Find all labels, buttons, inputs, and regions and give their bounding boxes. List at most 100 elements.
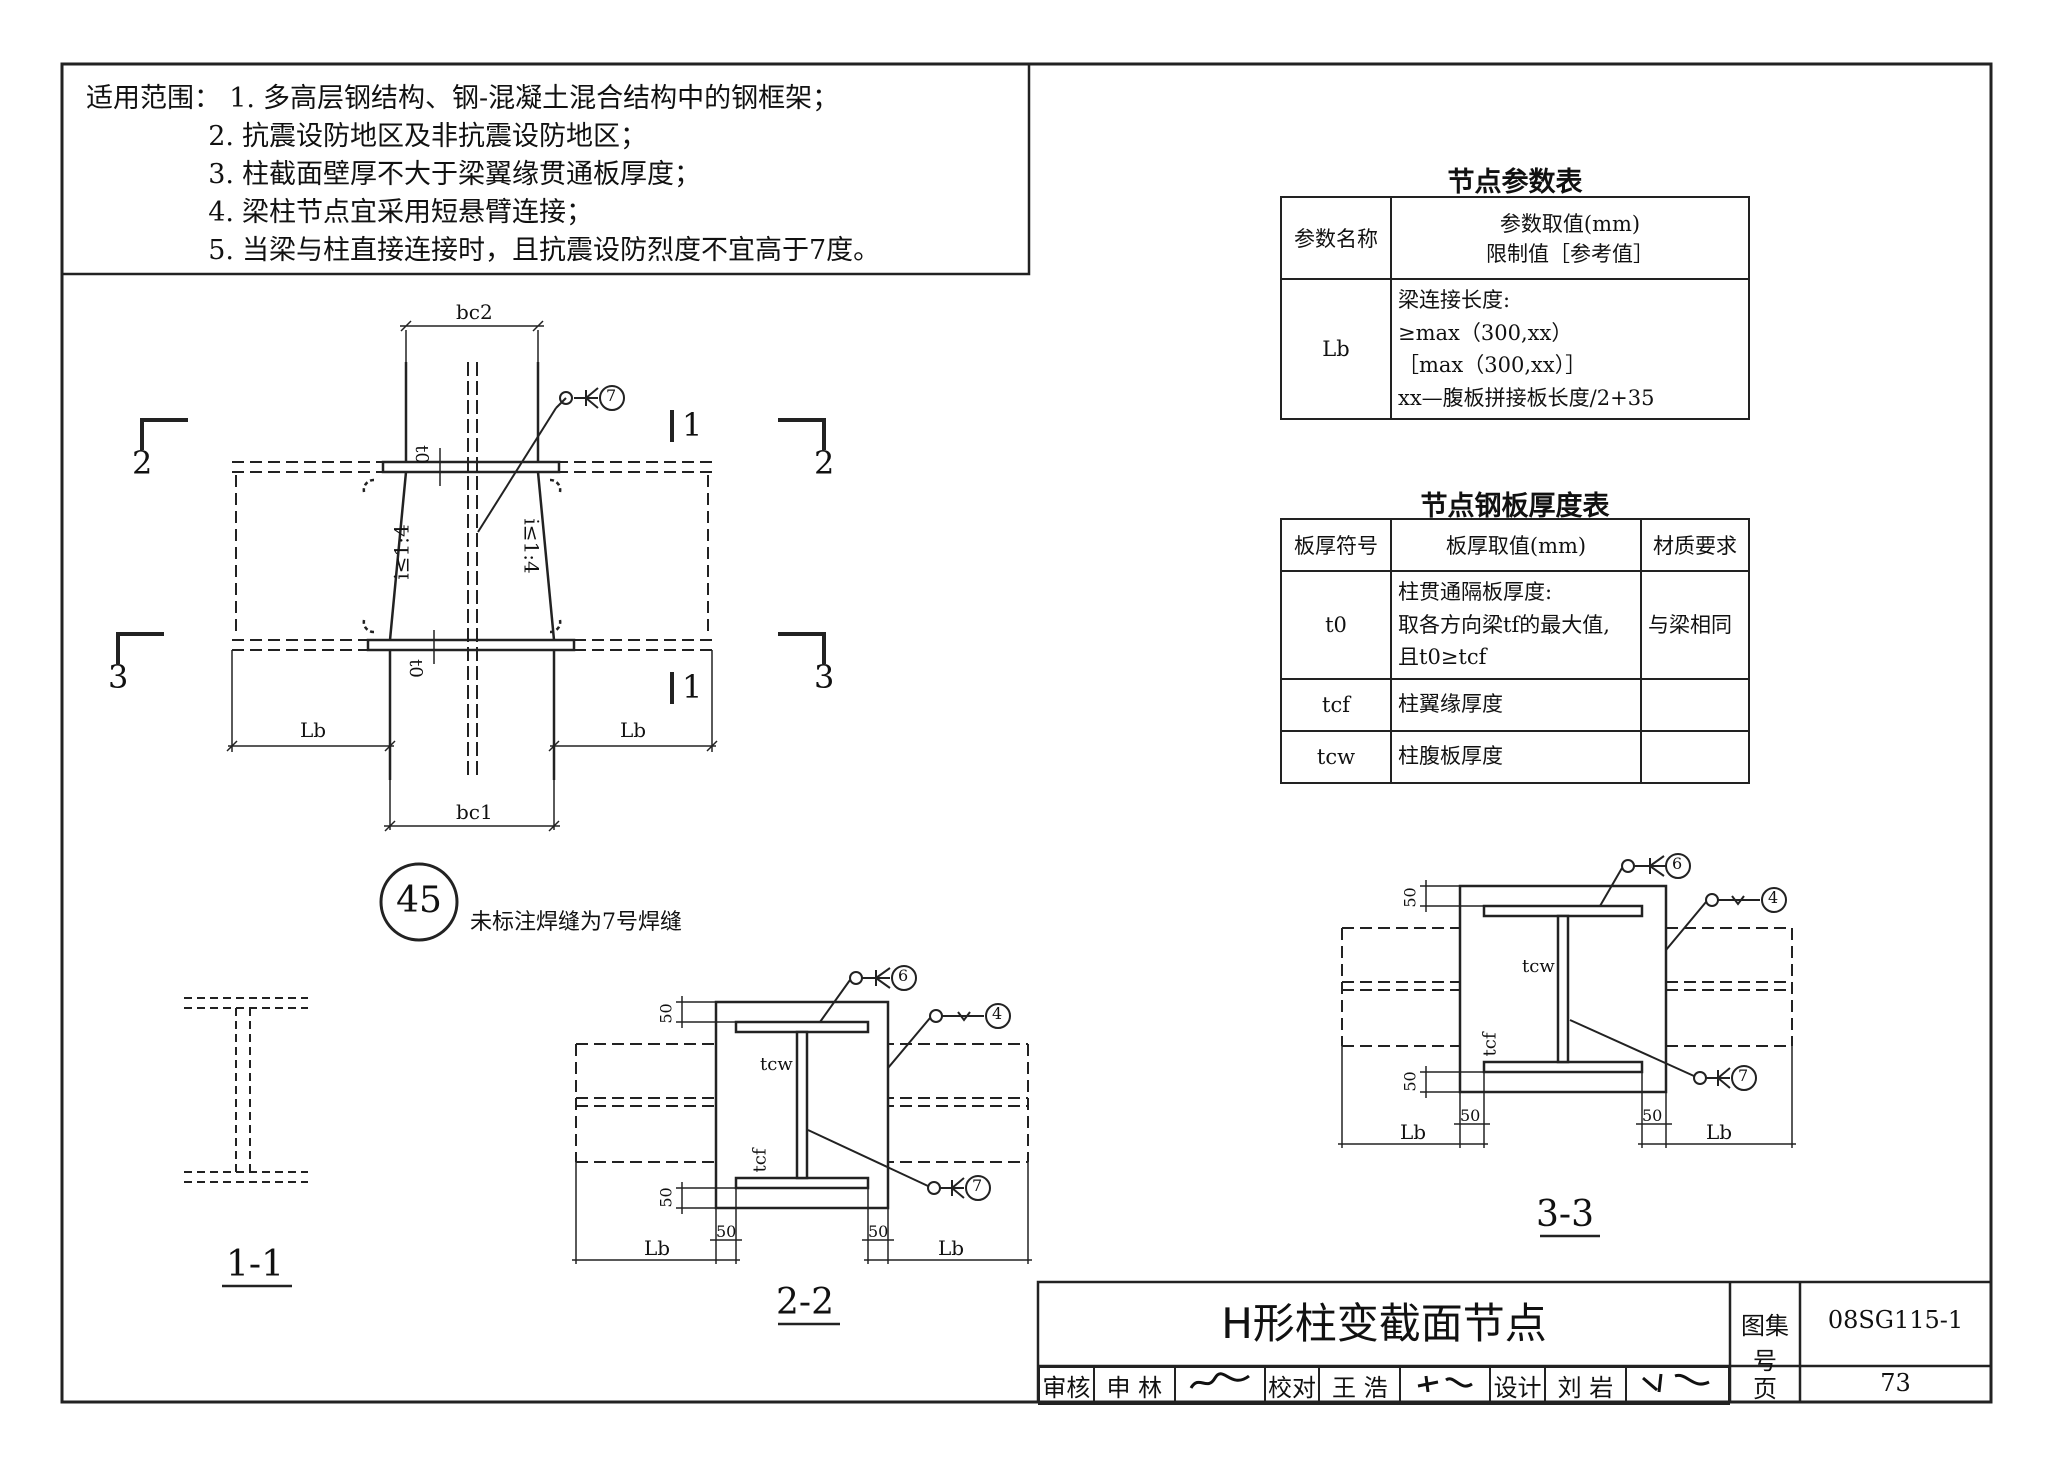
dim-50-top: 50 [1400, 887, 1420, 908]
tcw-label: tcw [760, 1054, 793, 1075]
plate-row-symbol: t0 [1280, 570, 1392, 680]
dim-lb-left: Lb [644, 1236, 671, 1260]
scope-item-3: 3. 柱截面壁厚不大于梁翼缘贯通板厚度； [200, 152, 701, 191]
dim-lb-right: Lb [1706, 1120, 1733, 1144]
atlas-label: 图集号 [1741, 1312, 1789, 1375]
designer-name: 刘 岩 [1543, 1366, 1627, 1405]
plate-row-symbol: tcw [1280, 729, 1392, 784]
weld-7-label: 7 [972, 1176, 983, 1195]
scope-text: 多高层钢结构、钢-混凝土混合结构中的钢框架； [263, 83, 840, 114]
review-label: 审核 [1038, 1366, 1095, 1405]
dim-lb-left: Lb [1400, 1120, 1427, 1144]
param-row-name: Lb [1280, 277, 1392, 421]
scope-box [60, 62, 1031, 276]
scope-heading: 适用范围： [86, 83, 221, 114]
design-label: 设计 [1489, 1366, 1546, 1405]
dim-lb-right: Lb [938, 1236, 965, 1260]
page-number: 73 [1880, 1369, 1911, 1397]
section-3-3-label: 3-3 [1536, 1194, 1594, 1235]
param-row-line: xx—腹板拼接板长度/2+35 [1398, 385, 1655, 410]
dim-bc2-label: bc2 [456, 300, 493, 324]
weld-6-label: 6 [898, 966, 909, 985]
weld-6-label: 6 [1672, 854, 1683, 873]
scope-text: 柱截面壁厚不大于梁翼缘贯通板厚度； [242, 159, 701, 190]
param-row-value: 梁连接长度: ≥max（300,xx） ［max（300,xx）］ xx—腹板拼… [1390, 277, 1750, 421]
section-2-marker-right: 2 [814, 444, 835, 482]
checker-signature [1399, 1366, 1492, 1405]
scope-text: 梁柱节点宜采用短悬臂连接； [242, 197, 593, 228]
weld-4-label: 4 [1768, 888, 1779, 907]
plate-header-value: 板厚取值(mm) [1390, 518, 1642, 572]
param-row-line: ≥max（300,xx） [1398, 320, 1573, 345]
param-row-line: ［max（300,xx）］ [1398, 353, 1587, 378]
atlas-number: 08SG115-1 [1827, 1306, 1964, 1334]
scope-number: 4. [208, 197, 234, 228]
node-number-circle [379, 862, 459, 942]
section-3-marker-right: 3 [814, 658, 835, 696]
reviewer-name: 申 林 [1092, 1366, 1176, 1405]
plate-row-symbol: tcf [1280, 677, 1392, 732]
scope-number: 2. [208, 121, 234, 152]
scope-text: 当梁与柱直接连接时，且抗震设防烈度不宜高于7度。 [242, 235, 881, 266]
tcf-label: tcf [1479, 1032, 1501, 1057]
designer-signature [1624, 1366, 1731, 1405]
scope-text: 抗震设防地区及非抗震设防地区； [242, 121, 647, 152]
signature-row: 审核 申 林 校对 王 浩 设计 刘 岩 [1038, 1366, 1731, 1405]
scope-item-5: 5. 当梁与柱直接连接时，且抗震设防烈度不宜高于7度。 [200, 228, 880, 267]
param-header-value-line-2: 限制值［参考值］ [1486, 242, 1654, 266]
section-2-marker-left: 2 [132, 444, 153, 482]
tcf-label: tcf [749, 1148, 771, 1173]
dim-bc1-label: bc1 [456, 800, 493, 824]
param-table-title: 节点参数表 [1447, 167, 1583, 198]
section-1-marker-bottom: 1 [682, 668, 703, 706]
weld-4-label: 4 [992, 1004, 1003, 1023]
section-2-2-label: 2-2 [776, 1282, 834, 1323]
param-header-value-line-1: 参数取值(mm) [1499, 212, 1641, 236]
scope-number: 3. [208, 159, 234, 190]
slope-left-label: i≤1:4 [389, 524, 414, 580]
plate-row-line: 柱贯通隔板厚度: [1398, 580, 1553, 604]
scope-item-4: 4. 梁柱节点宜采用短悬臂连接； [200, 190, 593, 229]
section-2-2-view [572, 965, 1032, 1264]
plate-header-symbol: 板厚符号 [1280, 518, 1392, 572]
dim-50-top: 50 [656, 1003, 676, 1024]
plate-table: 板厚符号 板厚取值(mm) 材质要求 t0 柱贯通隔板厚度: 取各方向梁tf的最… [1280, 518, 1750, 784]
plate-row-material: 与梁相同 [1640, 570, 1750, 680]
dim-lb-right-label: Lb [620, 718, 647, 742]
param-table: 参数名称 参数取值(mm) 限制值［参考值］ Lb 梁连接长度: ≥max（30… [1280, 196, 1750, 421]
plate-row-material [1640, 677, 1750, 732]
plate-row-line: 取各方向梁tf的最大值, [1398, 612, 1610, 637]
slope-right-label: i≤1:4 [519, 518, 544, 574]
plate-row-value: 柱贯通隔板厚度: 取各方向梁tf的最大值, 且t0≥tcf [1390, 570, 1642, 680]
tcw-label: tcw [1522, 956, 1555, 977]
plate-row-value: 柱翼缘厚度 [1390, 677, 1642, 732]
section-3-marker-left: 3 [108, 658, 129, 696]
node-note: 未标注焊缝为7号焊缝 [470, 910, 682, 935]
param-header-name: 参数名称 [1280, 196, 1392, 280]
checker-name: 王 浩 [1318, 1366, 1402, 1405]
section-1-marker-top: 1 [682, 406, 703, 444]
scope-number: 5. [208, 235, 234, 266]
scope-item-1: 适用范围： 1. 多高层钢结构、钢-混凝土混合结构中的钢框架； [86, 76, 839, 115]
dim-t0-bottom-label: t0 [404, 659, 426, 678]
section-3-3-view [1338, 853, 1796, 1148]
plate-row-material [1640, 729, 1750, 784]
dim-50-left: 50 [1460, 1106, 1481, 1125]
plate-table-title: 节点钢板厚度表 [1420, 491, 1610, 522]
page-label: 页 [1753, 1375, 1777, 1403]
dim-t0-top-label: t0 [410, 445, 432, 464]
dim-50-bottom: 50 [656, 1187, 676, 1208]
weld-7-label: 7 [1738, 1066, 1749, 1085]
plate-header-material: 材质要求 [1640, 518, 1750, 572]
scope-number: 1. [229, 83, 255, 114]
weld-symbol-7-label: 7 [606, 386, 617, 405]
dim-50-right: 50 [868, 1222, 889, 1241]
plate-row-value: 柱腹板厚度 [1390, 729, 1642, 784]
drawing-title: H形柱变截面节点 [1221, 1299, 1547, 1348]
section-1-1-label: 1-1 [226, 1244, 284, 1285]
elevation-view [116, 320, 826, 832]
plate-row-line: 且t0≥tcf [1398, 645, 1487, 670]
reviewer-signature [1173, 1366, 1266, 1405]
